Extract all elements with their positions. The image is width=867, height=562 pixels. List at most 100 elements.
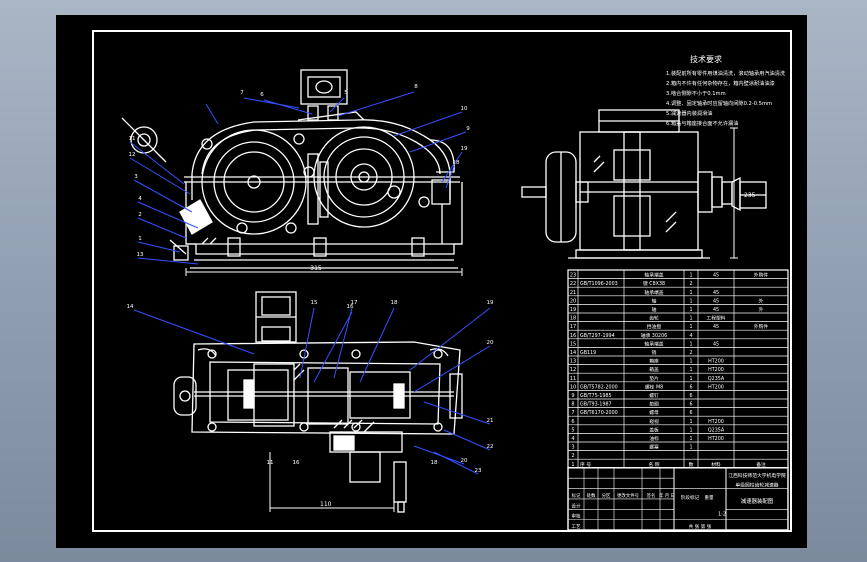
front-leaders <box>129 91 467 265</box>
title-header-cell: 签名 <box>647 492 656 499</box>
parts-row-qty: 数 <box>689 461 694 468</box>
parts-row-name: 轴 <box>652 306 657 313</box>
parts-row-name: 螺母 <box>649 409 659 416</box>
parts-row-note: 外购件 <box>754 272 769 279</box>
title-header-cell: 标记 <box>572 492 581 499</box>
parts-row-qty: 4 <box>689 333 692 339</box>
parts-row-qty: 1 <box>689 445 692 451</box>
parts-row-number: 12 <box>570 367 576 373</box>
parts-row-qty: 1 <box>689 436 692 442</box>
parts-row-number: 16 <box>570 333 576 339</box>
housing-cover-outline <box>191 119 451 200</box>
balloon-number: 11 <box>129 136 136 142</box>
parts-row-material: HT200 <box>708 359 724 365</box>
parts-row-name: 盖板 <box>649 426 659 433</box>
right-bearing-housing <box>313 126 415 228</box>
parts-row-standard: GB/T75-1985 <box>580 393 612 399</box>
parts-row-qty: 1 <box>689 427 692 433</box>
balloon-number: 5 <box>344 90 348 96</box>
parts-row-material: 工程塑料 <box>706 315 725 322</box>
note-line: 1.装配前所有零件用煤油清洗，滚动轴承用汽油清洗 <box>666 69 786 77</box>
parts-row-material: 45 <box>713 290 719 296</box>
balloon-number: 8 <box>414 84 418 90</box>
balloon-number: 2 <box>138 212 142 218</box>
title-role: 批准 <box>571 533 581 534</box>
notes-title: 技术要求 <box>690 54 722 64</box>
parts-row-number: 7 <box>571 410 574 416</box>
title-scale: 1:2 <box>718 511 726 517</box>
parts-row-number: 13 <box>570 359 576 365</box>
parts-row-qty: 2 <box>689 350 692 356</box>
balloon-number: 16 <box>347 304 354 310</box>
parts-row-qty: 6 <box>689 384 692 390</box>
parts-row-name: 箱座 <box>649 358 659 365</box>
parts-row-name: 齿轮 <box>649 315 659 322</box>
parts-row-qty: 1 <box>689 341 692 347</box>
title-header-cell: 处数 <box>587 492 596 499</box>
parts-row-name: 轴承端盖 <box>644 340 663 347</box>
note-line: 4.调整、固定轴承时应留轴向间隙0.2-0.5mm <box>666 99 772 107</box>
plan-leaders <box>133 307 491 475</box>
parts-row-standard: GB/T297-1994 <box>580 333 615 339</box>
front-width-dim: 315 <box>310 265 322 272</box>
parts-row-qty: 1 <box>689 273 692 279</box>
note-line: 6.箱盖与箱座接合面不允许漏油 <box>666 119 738 127</box>
parts-row-number: 19 <box>570 307 576 313</box>
parts-row-name: 垫圈 <box>649 401 659 408</box>
balloon-number: 23 <box>475 468 482 474</box>
plan-width-dim: 110 <box>320 501 332 508</box>
balloon-number: 14 <box>127 304 134 310</box>
parts-row-material: Q235A <box>708 376 725 382</box>
balloon-number: 7 <box>240 90 244 96</box>
balloon-number: 10 <box>461 106 468 112</box>
title-role: 设计 <box>571 502 581 509</box>
front-dimension <box>185 268 463 276</box>
parts-row-material: 45 <box>713 341 719 347</box>
parts-row-name: 名 称 <box>648 461 659 468</box>
side-height-dim: 235 <box>744 192 756 199</box>
balloon-number: 15 <box>311 300 318 306</box>
parts-row-name: 螺栓 M8 <box>645 383 663 390</box>
parts-row-name: 轴 <box>652 297 657 304</box>
parts-row-number: 10 <box>570 384 576 390</box>
title-sheet: 共 张 第 张 <box>689 523 712 530</box>
parts-row-number: 14 <box>570 350 576 356</box>
parts-row-material: 45 <box>713 307 719 313</box>
parts-row-name: 轴承端盖 <box>644 272 663 279</box>
parts-row-name: 挡油盘 <box>647 323 662 330</box>
balloon-number: 20 <box>487 340 494 346</box>
side-dimension <box>730 127 738 259</box>
plan-housing-outline <box>191 341 461 435</box>
note-line: 3.啮合侧隙不小于0.1mm <box>666 89 726 97</box>
parts-row-qty: 1 <box>689 376 692 382</box>
parts-row-material: HT200 <box>708 419 724 425</box>
parts-row-qty: 6 <box>689 402 692 408</box>
parts-row-number: 9 <box>571 393 574 399</box>
balloon-number: 20 <box>461 458 468 464</box>
balloon-number: 19 <box>487 300 494 306</box>
parts-row-number: 4 <box>571 436 574 442</box>
parts-row-qty: 1 <box>689 298 692 304</box>
title-header-cell: 更改文件号 <box>617 492 640 499</box>
balloon-number: 17 <box>351 300 358 306</box>
balloon-number: 1 <box>138 236 142 242</box>
parts-row-number: 5 <box>571 427 574 433</box>
front-view <box>121 69 463 269</box>
parts-row-qty: 1 <box>689 307 692 313</box>
parts-row-number: 11 <box>570 376 576 382</box>
balloon-number: 4 <box>138 196 142 202</box>
balloon-number: 18 <box>453 160 460 166</box>
balloon-number: 18 <box>391 300 398 306</box>
parts-row-name: 垫片 <box>649 375 659 382</box>
parts-row-name: 键 C8X38 <box>643 280 665 287</box>
balloon-number: 19 <box>461 146 468 152</box>
parts-row-material: HT200 <box>708 384 724 390</box>
title-company: 江西科技师范大学机电学院 <box>728 472 786 479</box>
drawing-canvas: 315 <box>121 54 789 534</box>
inspection-cover <box>300 69 348 105</box>
balloon-number: 13 <box>137 252 144 258</box>
cad-viewport[interactable]: 315 <box>56 15 807 548</box>
parts-row-name: 窥视 <box>649 418 659 425</box>
parts-row-note: 外 <box>759 306 764 313</box>
